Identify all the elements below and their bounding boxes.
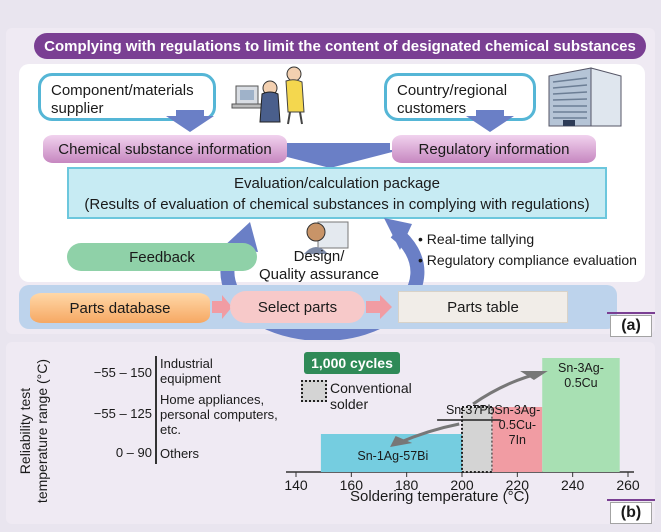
panel-a-divider: [607, 312, 655, 314]
supplier-label: Component/materials supplier: [51, 82, 194, 117]
bar-1: [461, 406, 494, 473]
realtime-list: • Real-time tallying • Regulatory compli…: [418, 229, 637, 271]
arrow-to-3ag: [472, 372, 538, 406]
bullet-compliance: • Regulatory compliance evaluation: [418, 252, 637, 268]
bar-label-line: 7In: [509, 433, 526, 447]
ycat-home: Home appliances, personal computers, etc…: [160, 392, 278, 437]
x-tick-label-140: 140: [284, 477, 308, 493]
conventional-legend-label: Conventional solder: [330, 380, 412, 412]
x-tick-label-160: 160: [340, 477, 364, 493]
cycles-text: 1,000 cycles: [311, 355, 393, 371]
bar-3: [542, 358, 620, 472]
arrow-head-3ag: [520, 371, 548, 380]
bar-label-1: Sn-37Pb: [446, 403, 495, 417]
select-parts: Select parts: [230, 291, 365, 323]
right-arrows: [212, 295, 392, 319]
bullet-realtime: • Real-time tallying: [418, 231, 535, 247]
chem-info-label: Chemical substance information: [58, 140, 272, 158]
evaluation-line2: (Results of evaluation of chemical subst…: [84, 196, 590, 213]
label-b: (b): [610, 502, 652, 524]
x-tick-label-240: 240: [561, 477, 585, 493]
parts-database: Parts database: [30, 293, 210, 323]
bar-label-line: Sn-1Ag-57Bi: [357, 449, 428, 463]
ycat-industrial: Industrial equipment: [160, 356, 221, 386]
building-icon: [548, 67, 622, 127]
x-tick-label-260: 260: [616, 477, 640, 493]
designer-icon: [304, 221, 349, 254]
x-tick-label-220: 220: [506, 477, 530, 493]
customers-box: Country/regional customers: [384, 73, 536, 121]
reg-info-label: Regulatory information: [418, 140, 570, 158]
bar-label-2: Sn-3Ag-0.5Cu-7In: [494, 403, 540, 447]
title-bar: Complying with regulations to limit the …: [34, 33, 646, 59]
feedback-pill: Feedback: [67, 243, 257, 271]
ytick-90: 0 – 90: [115, 445, 152, 460]
bar-label-line: 0.5Cu: [564, 376, 597, 390]
bar-label-line: Sn-37Pb: [446, 403, 495, 417]
y-bracket: [155, 356, 157, 464]
x-tick-label-200: 200: [450, 477, 474, 493]
design-qa-text: Design/ Quality assurance: [258, 248, 380, 283]
reg-info-cylinder: Regulatory information: [392, 135, 596, 163]
customers-label: Country/regional customers: [397, 82, 508, 117]
ytick-125: −55 – 125: [93, 406, 152, 421]
evaluation-box: Evaluation/calculation package (Results …: [67, 167, 607, 219]
design-qa-label: Design/ Quality assurance: [249, 248, 389, 284]
office-workers-icon: [231, 66, 305, 125]
ytick-150: −55 – 150: [93, 365, 152, 380]
panel-b-divider: [607, 499, 655, 501]
bar-2: [492, 407, 543, 472]
evaluation-line1: Evaluation/calculation package: [234, 175, 440, 192]
label-a: (a): [610, 315, 652, 337]
xaxis-label: Soldering temperature (°C): [350, 488, 530, 505]
bar-0: [320, 434, 462, 472]
bar-label-0: Sn-1Ag-57Bi: [357, 449, 428, 463]
chem-info-cylinder: Chemical substance information: [43, 135, 287, 163]
down-arrows: [166, 110, 514, 168]
cycles-badge: 1,000 cycles: [304, 352, 400, 374]
bar-label-line: Sn-3Ag-: [494, 403, 540, 417]
x-tick-label-180: 180: [395, 477, 419, 493]
bar-label-line: Sn-3Ag-: [558, 361, 604, 375]
conventional-legend-swatch: [301, 380, 327, 402]
bar-label-line: 0.5Cu-: [499, 418, 537, 432]
arrow-head-bi: [390, 436, 413, 447]
parts-table: Parts table: [398, 291, 568, 323]
bar-label-3: Sn-3Ag-0.5Cu: [558, 361, 604, 390]
ycat-others: Others: [160, 446, 200, 461]
